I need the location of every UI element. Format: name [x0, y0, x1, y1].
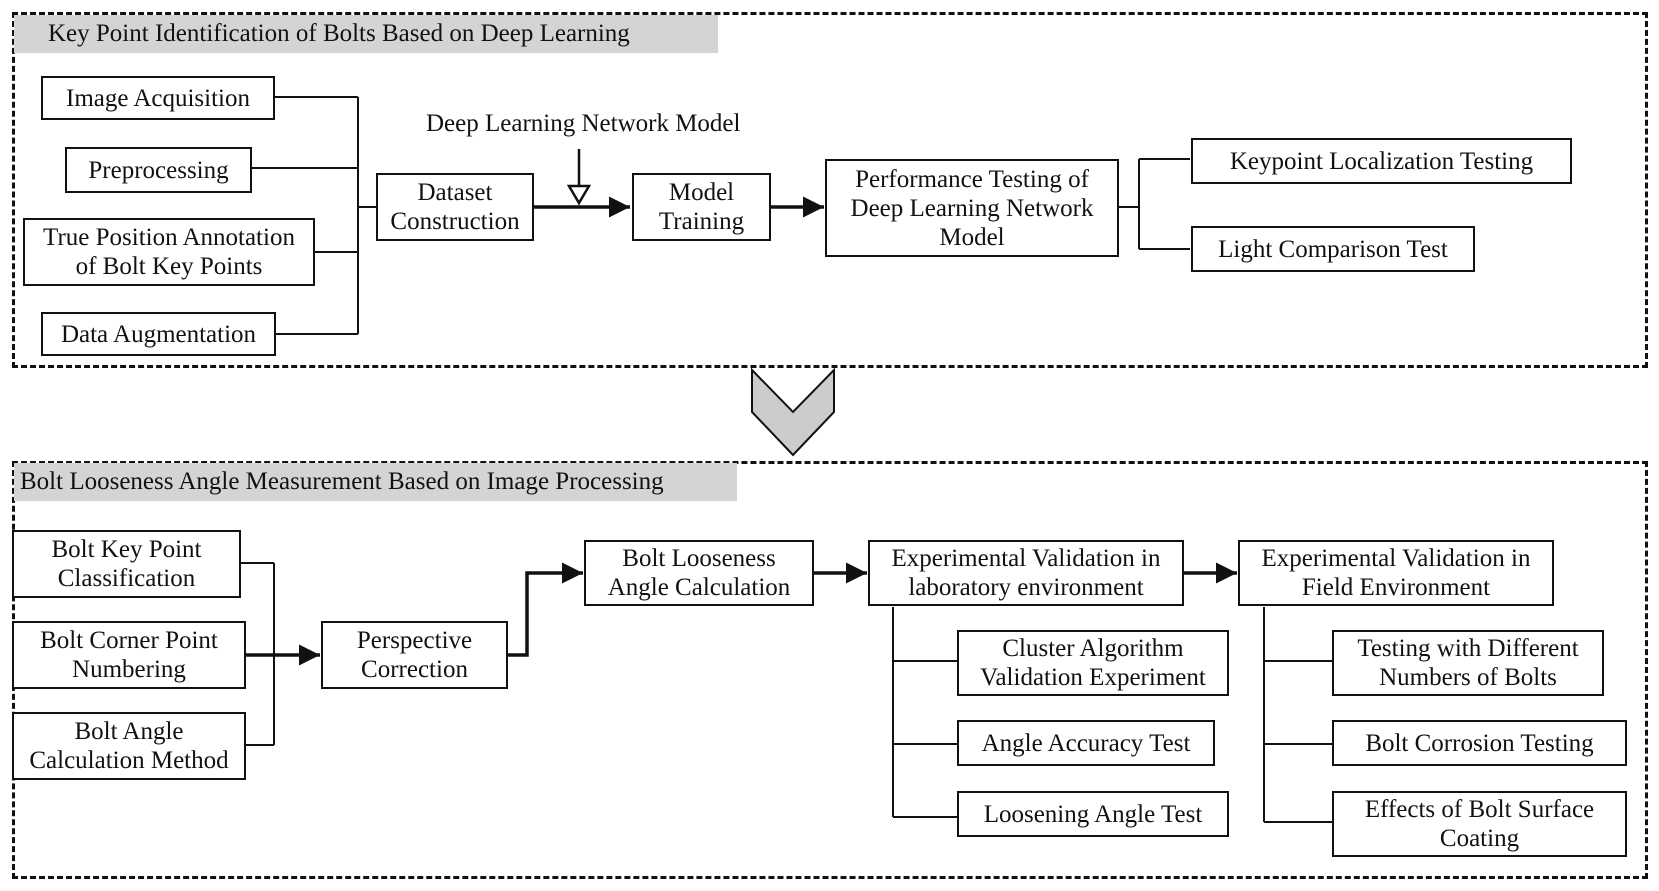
dataset-construction-box: Dataset Construction [376, 173, 534, 241]
deep-learning-model-label: Deep Learning Network Model [426, 110, 741, 137]
image-acquisition-box: Image Acquisition [41, 76, 275, 120]
field-validation-box: Experimental Validation in Field Environ… [1238, 540, 1554, 606]
bolt-angle-calculation-method-box: Bolt Angle Calculation Method [12, 712, 246, 780]
true-position-annotation-box: True Position Annotation of Bolt Key Poi… [23, 218, 315, 286]
bolt-key-point-classification-box: Bolt Key Point Classification [12, 530, 241, 598]
performance-testing-box: Performance Testing of Deep Learning Net… [825, 159, 1119, 257]
cluster-algorithm-validation-box: Cluster Algorithm Validation Experiment [957, 630, 1229, 696]
bolt-looseness-angle-calculation-box: Bolt Looseness Angle Calculation [584, 540, 814, 606]
perspective-correction-box: Perspective Correction [321, 621, 508, 689]
light-comparison-test-box: Light Comparison Test [1191, 226, 1475, 272]
down-chevron-icon [751, 367, 835, 457]
model-input-arrow [566, 149, 592, 206]
arrow-perspective-to-angle [507, 562, 583, 657]
different-numbers-of-bolts-box: Testing with Different Numbers of Bolts [1332, 630, 1604, 696]
data-augmentation-box: Data Augmentation [41, 312, 276, 356]
lab-validation-box: Experimental Validation in laboratory en… [868, 540, 1184, 606]
section2-title: Bolt Looseness Angle Measurement Based o… [14, 463, 737, 501]
bolt-corrosion-testing-box: Bolt Corrosion Testing [1332, 720, 1627, 766]
bolt-corner-point-numbering-box: Bolt Corner Point Numbering [12, 621, 246, 689]
section-keypoint-identification [12, 12, 1648, 368]
keypoint-localization-testing-box: Keypoint Localization Testing [1191, 138, 1572, 184]
loosening-angle-test-box: Loosening Angle Test [957, 791, 1229, 837]
angle-accuracy-test-box: Angle Accuracy Test [957, 720, 1215, 766]
preprocessing-box: Preprocessing [65, 147, 252, 193]
bolt-surface-coating-box: Effects of Bolt Surface Coating [1332, 791, 1627, 857]
section1-title: Key Point Identification of Bolts Based … [14, 15, 718, 53]
model-training-box: Model Training [632, 173, 771, 241]
